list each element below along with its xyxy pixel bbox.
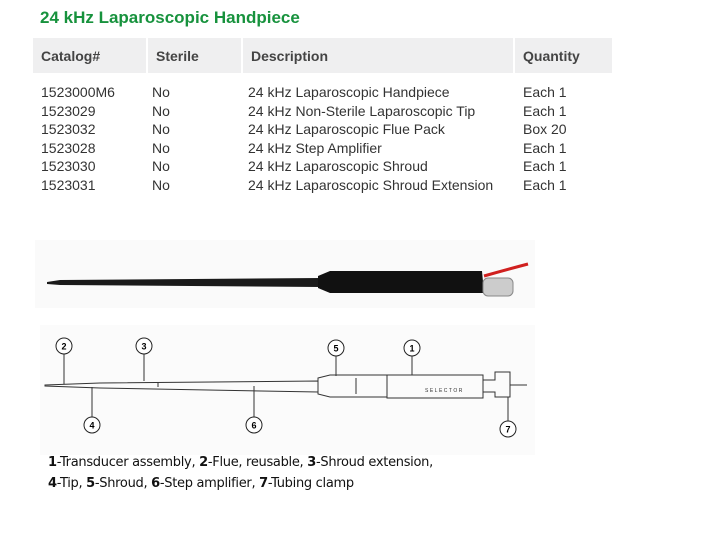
catalog-cell: 1523029	[41, 102, 96, 119]
handpiece-photo	[35, 240, 535, 308]
sterile-cell: No	[152, 84, 170, 100]
legend-num: 7	[259, 476, 268, 491]
quantity-cell: Each 1	[523, 158, 567, 174]
handpiece-line-drawing	[40, 325, 535, 455]
legend-label: -Shroud extension,	[315, 455, 433, 470]
legend-line-2: 4-Tip, 5-Shroud, 6-Step amplifier, 7-Tub…	[48, 476, 354, 491]
sterile-cell: No	[152, 176, 170, 193]
sterile-cell: No	[152, 121, 170, 137]
brand-text: SELECTOR	[425, 388, 464, 394]
legend-label: -Step amplifier,	[159, 476, 260, 491]
legend-num: 5	[86, 476, 95, 491]
quantity-cell: Box 20	[523, 121, 567, 137]
description-cell: 24 kHz Step Amplifier	[248, 139, 382, 156]
legend-label: -Flue, reusable,	[207, 455, 308, 470]
legend-label: -Tip,	[56, 476, 87, 491]
catalog-cell: 1523030	[41, 158, 96, 174]
callout-circle	[499, 420, 517, 438]
description-cell: 24 kHz Laparoscopic Flue Pack	[248, 121, 445, 137]
header-sterile: Sterile	[148, 38, 241, 73]
header-quantity: Quantity	[515, 38, 612, 73]
quantity-cell: Each 1	[523, 102, 567, 119]
legend-label: -Transducer assembly,	[56, 455, 200, 470]
quantity-cell: Each 1	[523, 176, 567, 193]
header-catalog: Catalog#	[33, 38, 146, 73]
quantity-cell: Each 1	[523, 84, 567, 100]
catalog-cell: 1523000M6	[41, 84, 115, 100]
callout-circle	[327, 339, 345, 357]
callout-number: 7	[505, 425, 510, 435]
description-cell: 24 kHz Laparoscopic Shroud	[248, 158, 428, 174]
callout-circle	[135, 337, 153, 355]
callout-number: 2	[61, 342, 66, 352]
callout-number: 3	[141, 342, 146, 352]
callout-circle	[403, 339, 421, 357]
legend-num: 6	[151, 476, 160, 491]
description-cell: 24 kHz Non-Sterile Laparoscopic Tip	[248, 102, 476, 119]
catalog-cell: 1523031	[41, 176, 96, 193]
callout-circle	[245, 416, 263, 434]
callout-circle	[83, 416, 101, 434]
callout-circle	[55, 337, 73, 355]
header-description: Description	[243, 38, 513, 73]
legend-num: 4	[48, 476, 57, 491]
description-cell: 24 kHz Laparoscopic Handpiece	[248, 84, 450, 100]
page-title: 24 kHz Laparoscopic Handpiece	[40, 8, 300, 27]
catalog-cell: 1523028	[41, 139, 96, 156]
callouts: 1 2 3 4 5 6 7	[55, 337, 517, 438]
legend-num: 2	[199, 455, 208, 470]
sterile-cell: No	[152, 102, 170, 119]
legend-line-1: 1-Transducer assembly, 2-Flue, reusable,…	[48, 455, 433, 470]
callout-number: 1	[409, 344, 414, 354]
callout-number: 5	[333, 344, 338, 354]
description-cell: 24 kHz Laparoscopic Shroud Extension	[248, 176, 494, 193]
legend-num: 3	[307, 455, 316, 470]
sterile-cell: No	[152, 158, 170, 174]
quantity-cell: Each 1	[523, 139, 567, 156]
legend-num: 1	[48, 455, 57, 470]
catalog-cell: 1523032	[41, 121, 96, 137]
legend-label: -Tubing clamp	[267, 476, 354, 491]
legend-label: -Shroud,	[94, 476, 152, 491]
callout-number: 6	[251, 421, 256, 431]
callout-number: 4	[89, 421, 94, 431]
sterile-cell: No	[152, 139, 170, 156]
